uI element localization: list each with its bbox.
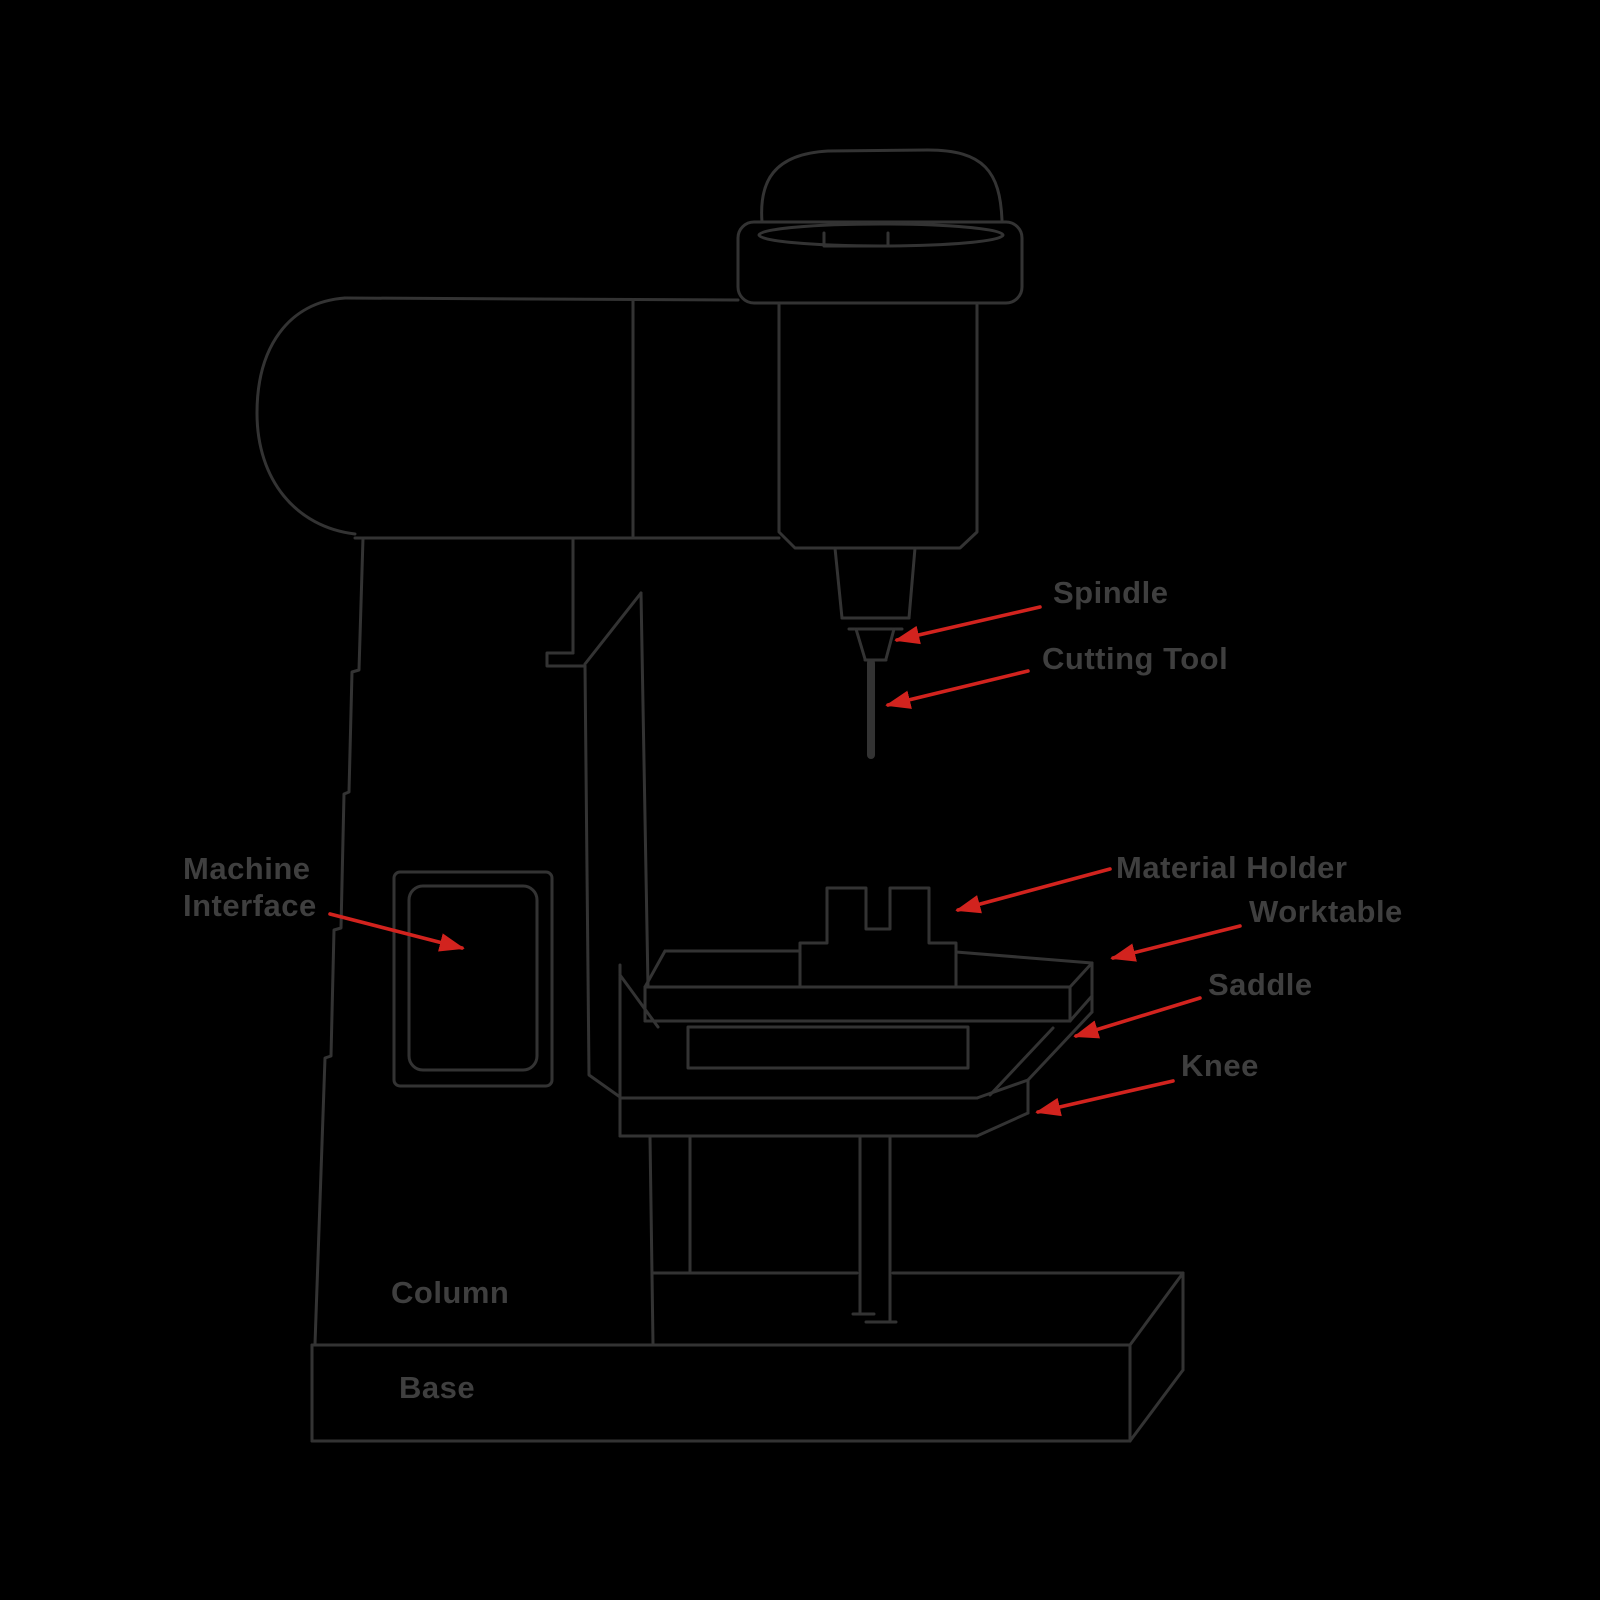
machine-interface-panel (392, 870, 554, 1088)
label-worktable: Worktable (1249, 894, 1403, 929)
label-spindle: Spindle (1053, 575, 1168, 610)
labels: Spindle Cutting Tool Material Holder Wor… (183, 575, 1403, 1405)
knee-arrow (1035, 1079, 1175, 1117)
label-cutting-tool: Cutting Tool (1042, 641, 1228, 676)
worktable-arrow (1110, 924, 1242, 962)
material-holder-fixture (798, 886, 958, 988)
spindle-arrow (894, 605, 1042, 645)
label-machine-interface-line2: Interface (183, 888, 317, 923)
label-machine-interface-line1: Machine (183, 851, 311, 886)
callout-arrows (328, 605, 1242, 1117)
label-base: Base (399, 1370, 475, 1405)
worktable-slab (643, 949, 1094, 1023)
label-saddle: Saddle (1208, 967, 1313, 1002)
quill (833, 546, 917, 662)
machine-interface-arrow (328, 912, 465, 952)
head-band (736, 220, 1024, 305)
knee-slab (618, 1078, 1030, 1138)
cutting-tool-arrow (885, 669, 1030, 709)
saddle-slab (686, 994, 1094, 1097)
label-knee: Knee (1181, 1048, 1259, 1083)
spindle-head (777, 303, 979, 550)
material-holder-arrow (955, 867, 1112, 914)
label-material-holder: Material Holder (1116, 850, 1347, 885)
label-column: Column (391, 1275, 509, 1310)
motor-cap (760, 148, 1004, 224)
machine-base (310, 1271, 1185, 1443)
saddle-arrow (1073, 996, 1202, 1039)
elevating-pedestal (851, 1135, 898, 1324)
column-body (313, 536, 692, 1346)
overarm (255, 296, 781, 540)
